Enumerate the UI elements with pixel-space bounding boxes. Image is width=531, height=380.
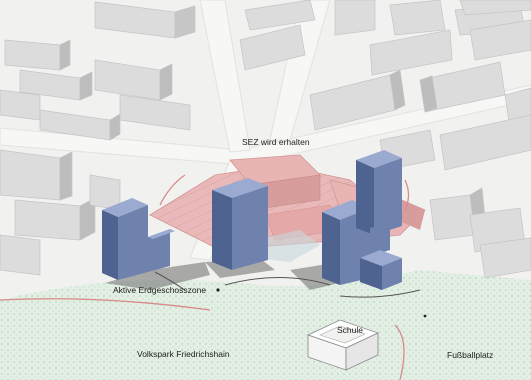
context-buildings [0, 0, 531, 279]
label-fussballplatz: Fußballplatz [447, 350, 493, 360]
label-sez: SEZ wird erhalten [242, 137, 310, 147]
tower-4-side [356, 160, 374, 235]
tower-2-side [212, 190, 232, 270]
new-towers [102, 150, 402, 290]
marker-dot-fussball [423, 314, 427, 318]
circulation-paths [154, 271, 421, 298]
tower-2-top [212, 178, 268, 198]
label-erdgeschosszone: Aktive Erdgeschosszone [113, 285, 206, 295]
label-schule: Schule [337, 325, 363, 335]
tower-4-front [374, 158, 402, 235]
park-area [0, 270, 531, 380]
marker-dot [216, 288, 220, 292]
school-building [306, 319, 380, 371]
tower-1-front [118, 205, 170, 280]
tower-2-front [232, 186, 268, 270]
tower-4-top [356, 150, 402, 168]
tower-1-side [102, 210, 118, 280]
red-paths [0, 174, 410, 380]
tower-1-top [102, 198, 148, 217]
label-volkspark: Volkspark Friedrichshain [137, 349, 230, 359]
courtyard [255, 230, 320, 262]
tower-3-side [322, 212, 340, 285]
